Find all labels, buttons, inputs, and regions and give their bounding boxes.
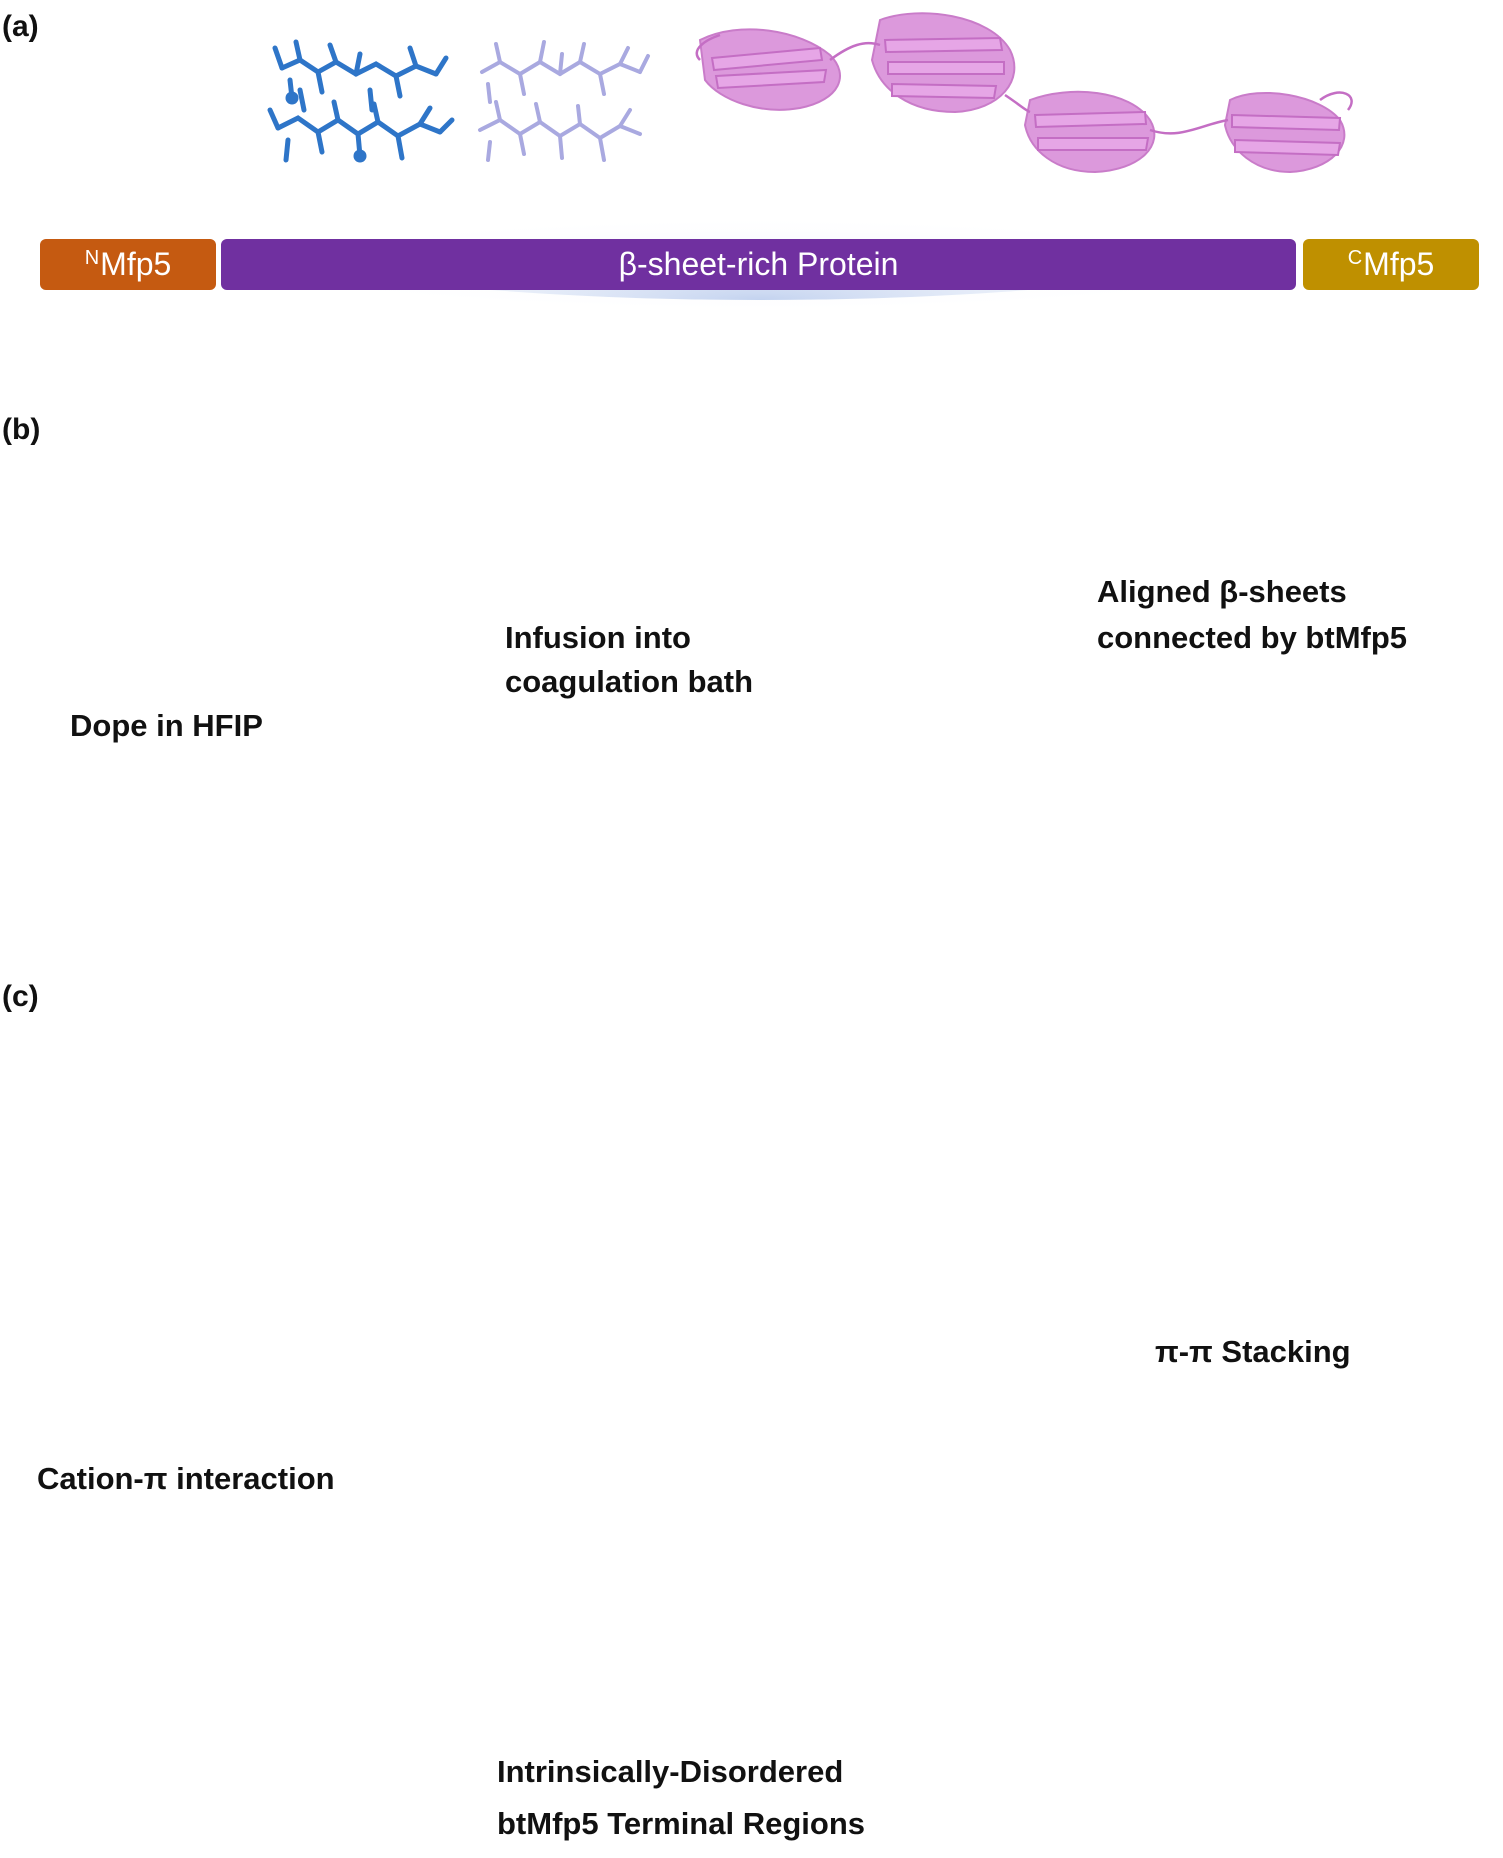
aligned-label-line1: Aligned β-sheets: [1097, 574, 1347, 609]
beta-sheet-protein-label: β-sheet-rich Protein: [618, 246, 899, 282]
cation-pi-label: Cation-π interaction: [37, 1461, 335, 1496]
cterm-superscript: C: [1347, 247, 1363, 269]
blue-peptide-structure: [267, 39, 455, 163]
idr-label-line2: btMfp5 Terminal Regions: [497, 1806, 866, 1841]
panel-label-a: (a): [2, 10, 39, 43]
panel-label-b: (b): [2, 413, 41, 446]
nterm-superscript: N: [84, 247, 100, 269]
lavender-peptide-structure: [478, 40, 650, 162]
infusion-label-line2: coagulation bath: [505, 664, 753, 699]
pink-protein-loops: [695, 33, 1353, 135]
pink-protein-domains: [698, 12, 1346, 174]
dope-label: Dope in HFIP: [70, 708, 263, 743]
cterm-label: Mfp5: [1363, 246, 1435, 282]
pi-stacking-label: π-π Stacking: [1155, 1334, 1351, 1369]
panel-label-c: (c): [2, 980, 39, 1013]
aligned-label-line2: connected by btMfp5: [1097, 620, 1408, 655]
beta-sheet-protein-segment: β-sheet-rich Protein: [221, 239, 1296, 290]
infusion-label-line1: Infusion into: [505, 620, 691, 655]
nterm-label: Mfp5: [100, 246, 172, 282]
idr-label-line1: Intrinsically-Disordered: [497, 1754, 844, 1789]
